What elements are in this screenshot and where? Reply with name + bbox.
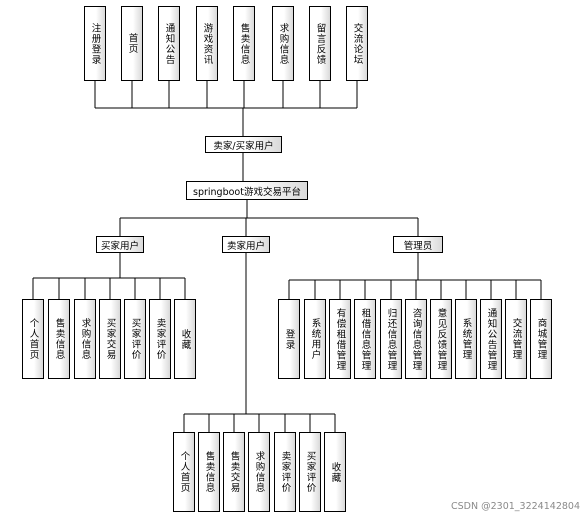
buyer-item-label-7: 收藏: [179, 328, 191, 350]
seller-item-label-1: 个人首页: [178, 451, 190, 493]
buyer-item-label-3: 求购信息: [79, 318, 91, 360]
nav-label-6: 求购信息: [277, 22, 289, 65]
admin-item-label-2: 系统用户: [309, 318, 321, 360]
admin-item-label-9: 通知公告管理: [485, 307, 497, 371]
seller-item-2: 售卖信息: [198, 432, 220, 512]
seller-item-1: 个人首页: [173, 432, 195, 512]
buyer-item-label-4: 买家交易: [104, 318, 116, 360]
nav-label-5: 售卖信息: [238, 22, 250, 65]
nav-box-2: 首页: [121, 6, 143, 81]
admin-role-label: 管理员: [403, 240, 433, 252]
buyer-role-label: 买家用户: [100, 240, 139, 252]
admin-item-6: 咨询信息管理: [405, 299, 427, 379]
seller-item-label-6: 买家评价: [304, 451, 316, 493]
seller-item-4: 求购信息: [248, 432, 270, 512]
nav-box-7: 留言反馈: [309, 6, 331, 81]
buyer-item-5: 买家评价: [124, 299, 146, 379]
seller-item-3: 售卖交易: [223, 432, 245, 512]
admin-item-2: 系统用户: [304, 299, 326, 379]
admin-item-10: 交流管理: [505, 299, 527, 379]
nav-box-5: 售卖信息: [233, 6, 255, 81]
admin-item-label-5: 归还信息管理: [385, 307, 397, 371]
buyer-item-label-2: 售卖信息: [53, 318, 65, 360]
admin-item-label-6: 咨询信息管理: [410, 307, 422, 371]
watermark: CSDN @2301_3224142804: [451, 501, 580, 512]
seller-item-label-5: 卖家评价: [279, 451, 291, 493]
admin-item-7: 意见反馈管理: [430, 299, 452, 379]
buyer-item-3: 求购信息: [74, 299, 96, 379]
buyer-item-2: 售卖信息: [48, 299, 70, 379]
nav-label-8: 交流论坛: [351, 22, 363, 65]
nav-label-2: 首页: [126, 33, 138, 54]
platform-label: springboot游戏交易平台: [193, 186, 301, 198]
admin-item-1: 登录: [278, 299, 300, 379]
seller-item-label-2: 售卖信息: [203, 451, 215, 493]
buyer-role-box: 买家用户: [96, 236, 144, 253]
nav-label-7: 留言反馈: [314, 22, 326, 65]
seller-role-box: 卖家用户: [222, 236, 270, 253]
buyer-item-label-1: 个人首页: [27, 318, 39, 360]
nav-box-4: 游戏资讯: [196, 6, 218, 81]
nav-box-6: 求购信息: [272, 6, 294, 81]
seller-role-label: 卖家用户: [226, 240, 265, 252]
buyer-item-4: 买家交易: [99, 299, 121, 379]
admin-item-label-4: 租借信息管理: [359, 307, 371, 371]
admin-item-label-3: 有偿租借管理: [334, 307, 346, 371]
nav-label-1: 注册登录: [89, 22, 101, 65]
buyer-item-6: 卖家评价: [149, 299, 171, 379]
merchant-buyer-user-label: 卖家/买家用户: [213, 140, 274, 152]
buyer-item-label-5: 买家评价: [129, 318, 141, 360]
seller-item-label-4: 求购信息: [253, 451, 265, 493]
admin-item-4: 租借信息管理: [354, 299, 376, 379]
merchant-buyer-user-box: 卖家/买家用户: [205, 136, 282, 153]
admin-item-label-10: 交流管理: [510, 318, 522, 360]
admin-item-11: 商城管理: [530, 299, 552, 379]
buyer-item-1: 个人首页: [22, 299, 44, 379]
admin-item-label-8: 系统管理: [460, 318, 472, 360]
admin-item-label-1: 登录: [283, 328, 295, 350]
nav-label-3: 通知公告: [163, 22, 175, 65]
admin-item-label-11: 商城管理: [535, 318, 547, 360]
buyer-item-label-6: 卖家评价: [154, 318, 166, 360]
admin-item-9: 通知公告管理: [480, 299, 502, 379]
seller-item-6: 买家评价: [299, 432, 321, 512]
buyer-item-7: 收藏: [174, 299, 196, 379]
seller-item-5: 卖家评价: [274, 432, 296, 512]
platform-box: springboot游戏交易平台: [186, 181, 308, 200]
admin-item-5: 归还信息管理: [380, 299, 402, 379]
nav-box-1: 注册登录: [84, 6, 106, 81]
admin-item-8: 系统管理: [455, 299, 477, 379]
admin-role-box: 管理员: [393, 236, 443, 253]
seller-item-7: 收藏: [324, 432, 346, 512]
seller-item-label-7: 收藏: [329, 461, 341, 483]
admin-item-label-7: 意见反馈管理: [435, 307, 447, 371]
seller-item-label-3: 售卖交易: [228, 451, 240, 493]
nav-box-3: 通知公告: [158, 6, 180, 81]
nav-box-8: 交流论坛: [346, 6, 368, 81]
nav-label-4: 游戏资讯: [201, 22, 213, 65]
admin-item-3: 有偿租借管理: [329, 299, 351, 379]
